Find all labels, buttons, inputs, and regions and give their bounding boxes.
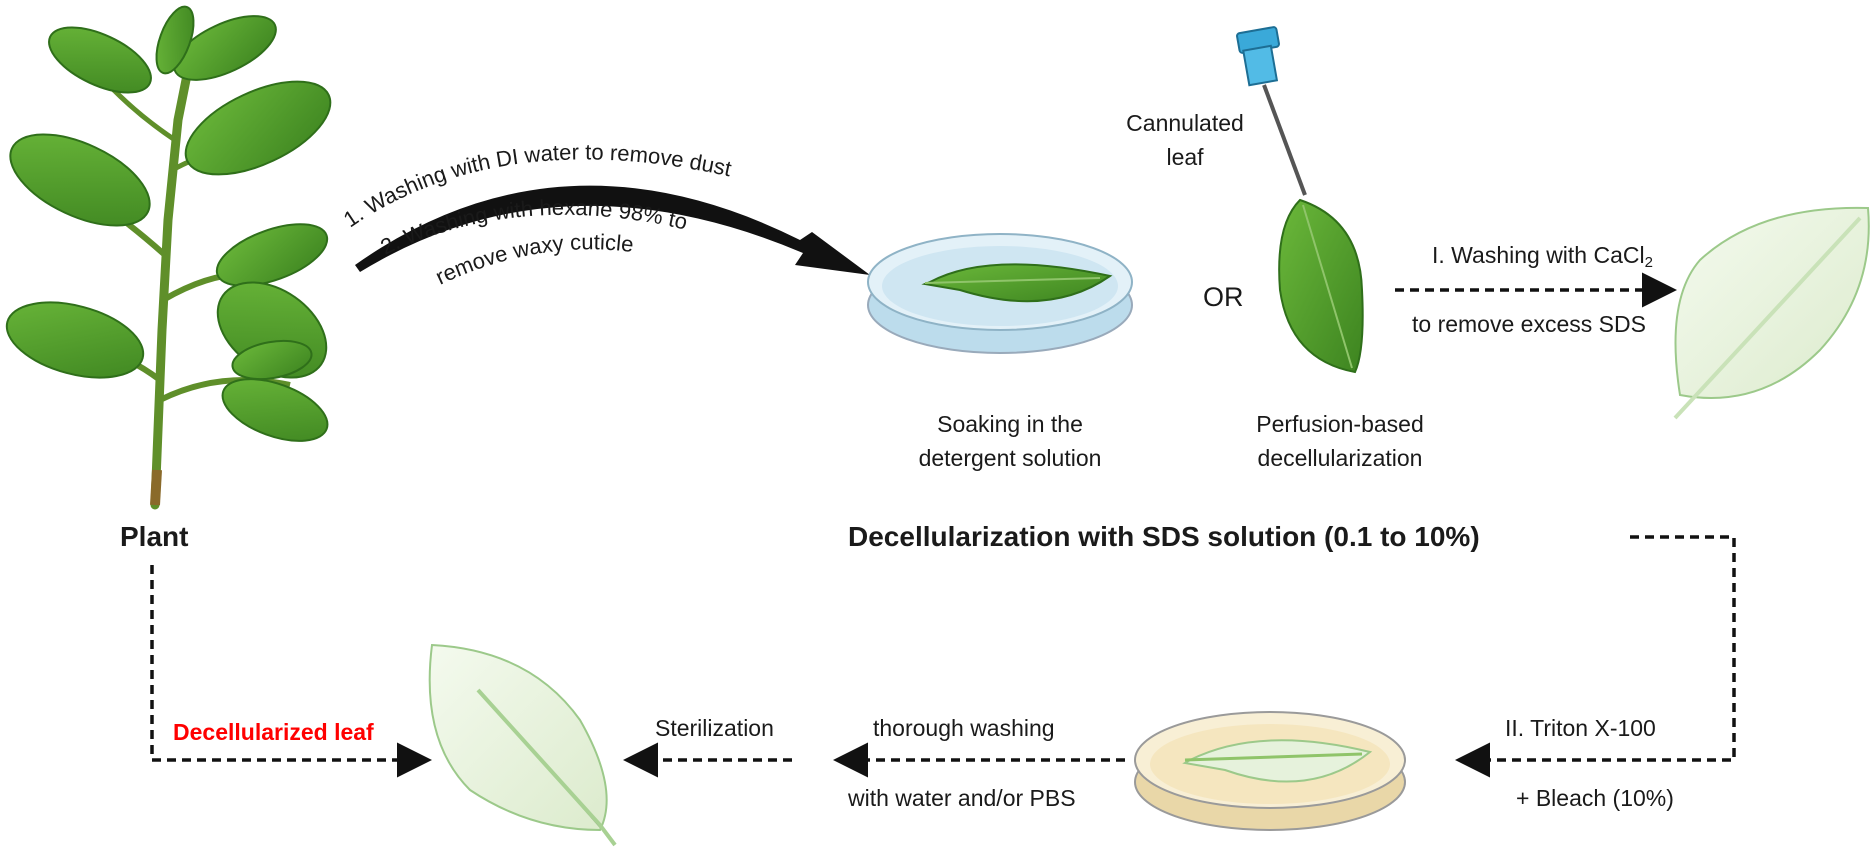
sterilization-label: Sterilization	[655, 715, 774, 741]
petri-dish-soaking	[867, 233, 1133, 354]
decellularized-leaf-bottom	[428, 643, 617, 847]
arrow-plant-to-leaf	[150, 565, 432, 778]
dashed-arrows	[150, 272, 1736, 778]
cannulated-line-2: leaf	[1166, 144, 1204, 170]
cacl2-subscript: 2	[1644, 254, 1653, 271]
cannulated-leaf	[1236, 26, 1364, 374]
decellularized-leaf-label: Decellularized leaf	[173, 719, 374, 745]
petri-dish-bleach	[1134, 711, 1406, 831]
decellularization-title: Decellularization with SDS solution (0.1…	[848, 521, 1480, 552]
step-remove-sds: to remove excess SDS	[1412, 311, 1646, 337]
plant-illustration	[5, 5, 332, 510]
soaking-label: Soaking in the detergent solution	[910, 407, 1110, 475]
soaking-line-2: detergent solution	[918, 445, 1102, 471]
thorough-washing-label: thorough washing	[873, 715, 1055, 741]
step-triton: II. Triton X-100	[1505, 715, 1656, 741]
arrow-to-bleach-dish	[1455, 535, 1736, 778]
perfusion-label: Perfusion-based decellularization	[1240, 407, 1440, 475]
step-bleach: + Bleach (10%)	[1516, 785, 1674, 811]
cannulated-line-1: Cannulated	[1126, 110, 1244, 136]
plant-label: Plant	[120, 521, 189, 552]
or-label: OR	[1203, 282, 1244, 312]
decellularized-leaf-top	[1673, 206, 1870, 420]
water-pbs-label: with water and/or PBS	[848, 785, 1076, 811]
step-washing-cacl2-text: I. Washing with CaCl	[1432, 242, 1645, 268]
wash-step-3: remove waxy cuticle	[432, 229, 635, 289]
perfusion-line-2: decellularization	[1257, 445, 1423, 471]
cannulated-label: Cannulated leaf	[1110, 106, 1260, 174]
soaking-line-1: Soaking in the	[937, 411, 1083, 437]
perfusion-line-1: Perfusion-based	[1256, 411, 1424, 437]
step-washing-cacl2: I. Washing with CaCl2	[1432, 238, 1653, 280]
washing-arrow	[355, 185, 870, 275]
